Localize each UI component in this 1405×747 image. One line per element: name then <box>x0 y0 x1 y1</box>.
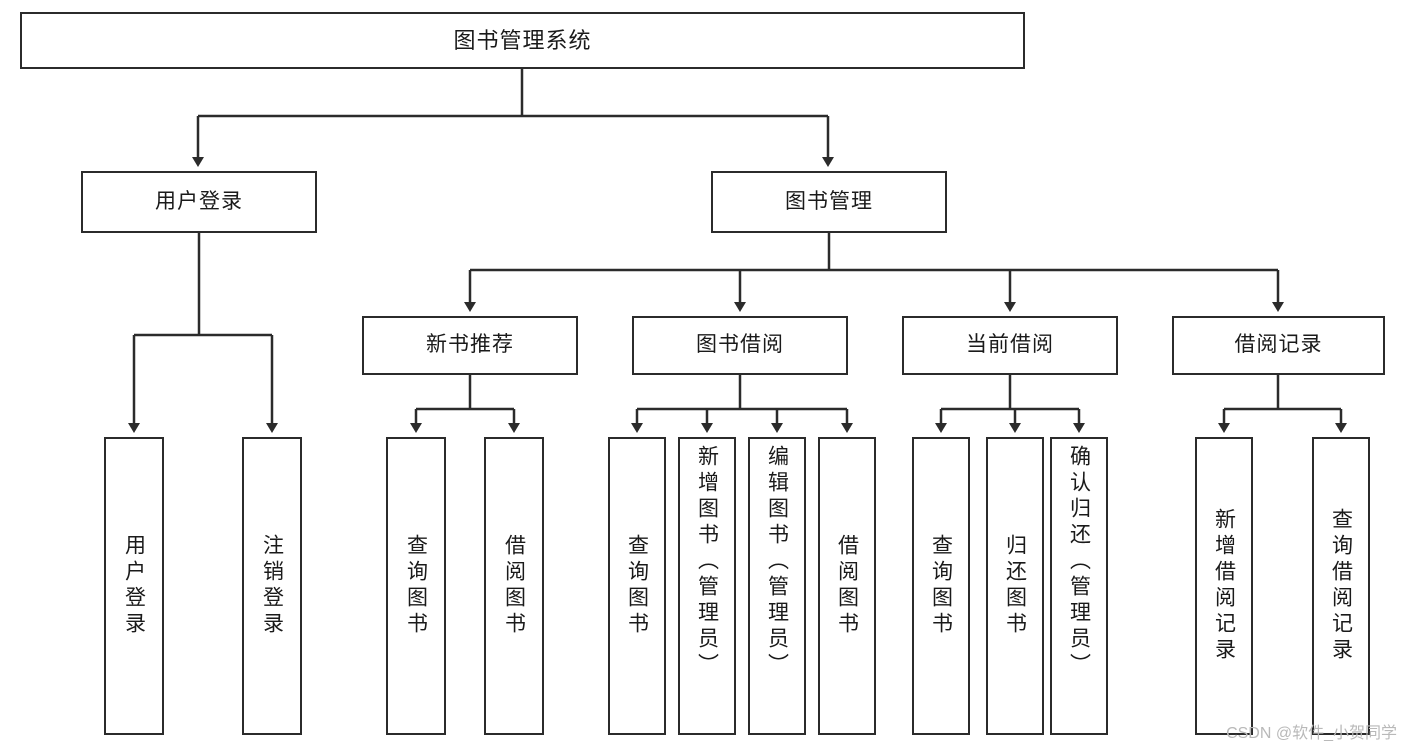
node-leaf-user-login-label: 用户登录 <box>122 534 146 638</box>
node-leaf-borrow-book-1-label: 借阅图书 <box>502 534 526 638</box>
node-current-borrow[interactable]: 当前借阅 <box>902 316 1118 375</box>
node-leaf-return-book-label: 归还图书 <box>1003 534 1027 638</box>
node-user-login-label: 用户登录 <box>155 189 243 213</box>
node-current-borrow-label: 当前借阅 <box>966 333 1054 357</box>
watermark: CSDN @软件_小贺同学 <box>1226 725 1397 742</box>
node-book-borrow[interactable]: 图书借阅 <box>632 316 848 375</box>
node-root[interactable]: 图书管理系统 <box>20 12 1025 69</box>
node-new-book-rec-label: 新书推荐 <box>426 333 514 357</box>
node-leaf-borrow-book-1[interactable]: 借阅图书 <box>484 437 544 735</box>
node-borrow-record-label: 借阅记录 <box>1234 333 1323 357</box>
node-book-borrow-label: 图书借阅 <box>696 333 784 357</box>
node-leaf-return-book[interactable]: 归还图书 <box>986 437 1044 735</box>
node-book-manage[interactable]: 图书管理 <box>711 171 947 233</box>
node-leaf-user-login[interactable]: 用户登录 <box>104 437 164 735</box>
node-leaf-query-borrow-record-label: 查询借阅记录 <box>1329 508 1353 664</box>
node-leaf-confirm-return-admin-label: 确认归还（管理员） <box>1067 445 1091 679</box>
node-leaf-user-logout[interactable]: 注销登录 <box>242 437 302 735</box>
node-leaf-borrow-book-2-label: 借阅图书 <box>835 534 859 638</box>
node-leaf-edit-book-admin-label: 编辑图书（管理员） <box>765 445 789 679</box>
node-leaf-query-book-2-label: 查询图书 <box>625 534 649 638</box>
node-leaf-add-book-admin[interactable]: 新增图书（管理员） <box>678 437 736 735</box>
node-leaf-edit-book-admin[interactable]: 编辑图书（管理员） <box>748 437 806 735</box>
node-leaf-user-logout-label: 注销登录 <box>260 534 284 638</box>
node-borrow-record[interactable]: 借阅记录 <box>1172 316 1385 375</box>
node-leaf-add-book-admin-label: 新增图书（管理员） <box>695 445 719 679</box>
node-leaf-add-borrow-record[interactable]: 新增借阅记录 <box>1195 437 1253 735</box>
node-leaf-query-borrow-record[interactable]: 查询借阅记录 <box>1312 437 1370 735</box>
node-leaf-confirm-return-admin[interactable]: 确认归还（管理员） <box>1050 437 1108 735</box>
node-leaf-add-borrow-record-label: 新增借阅记录 <box>1212 508 1236 664</box>
node-leaf-query-book-1-label: 查询图书 <box>404 534 428 638</box>
node-book-manage-label: 图书管理 <box>785 189 873 213</box>
node-new-book-rec[interactable]: 新书推荐 <box>362 316 578 375</box>
node-leaf-borrow-book-2[interactable]: 借阅图书 <box>818 437 876 735</box>
node-leaf-query-book-3[interactable]: 查询图书 <box>912 437 970 735</box>
node-user-login[interactable]: 用户登录 <box>81 171 317 233</box>
node-leaf-query-book-3-label: 查询图书 <box>929 534 953 638</box>
node-root-label: 图书管理系统 <box>453 27 592 53</box>
node-leaf-query-book-2[interactable]: 查询图书 <box>608 437 666 735</box>
node-leaf-query-book-1[interactable]: 查询图书 <box>386 437 446 735</box>
